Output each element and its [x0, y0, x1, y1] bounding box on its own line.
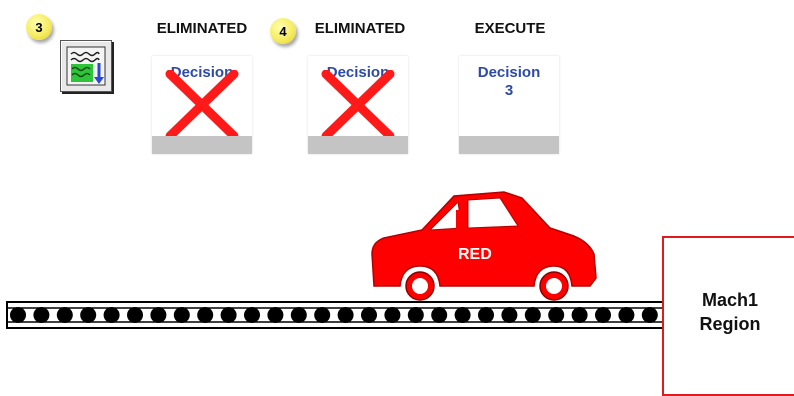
red-car[interactable]: [368, 190, 600, 302]
conveyor-roller: [314, 307, 331, 323]
conveyor-roller: [595, 307, 611, 323]
conveyor-roller: [33, 307, 50, 323]
decision-sort-icon: [66, 46, 106, 86]
card-footer: [308, 136, 408, 154]
eliminated-x-icon: [165, 70, 239, 140]
conveyor-roller: [548, 307, 565, 323]
conveyor-roller: [337, 307, 354, 323]
decision-card-1[interactable]: Decision: [152, 56, 252, 154]
decision-card-label: Decision 3: [477, 64, 541, 99]
conveyor-roller: [197, 307, 214, 323]
status-label-decision-3: EXECUTE: [474, 20, 546, 37]
conveyor-rollers: [10, 307, 658, 323]
conveyor-belt: [6, 301, 676, 329]
conveyor-roller: [361, 307, 377, 323]
conveyor-roller: [244, 307, 260, 323]
region-title: Mach1 Region: [699, 290, 761, 334]
status-label-decision-2: ELIMINATED: [314, 20, 406, 37]
callout-badge-3: 3: [26, 14, 52, 40]
card-footer: [459, 136, 559, 154]
conveyor-roller: [641, 307, 658, 323]
status-label-decision-1: ELIMINATED: [156, 20, 248, 37]
conveyor-roller: [384, 307, 401, 323]
callout-badge-4: 4: [270, 18, 296, 44]
car-label: RED: [458, 246, 492, 263]
conveyor-roller: [407, 307, 424, 323]
conveyor-roller: [478, 307, 494, 323]
conveyor-roller: [173, 307, 190, 323]
conveyor-roller: [290, 307, 307, 323]
conveyor-roller: [571, 307, 588, 323]
decision-sort-button[interactable]: [60, 40, 112, 92]
conveyor-roller: [80, 307, 97, 323]
conveyor-roller: [127, 307, 143, 323]
decision-card-label: Decision: [326, 64, 390, 81]
conveyor-roller: [150, 307, 167, 323]
decision-card-2[interactable]: Decision: [308, 56, 408, 154]
decision-card-3[interactable]: Decision 3: [459, 56, 559, 154]
decision-card-label: Decision: [170, 64, 234, 81]
mach1-region[interactable]: Mach1 Region: [662, 236, 794, 396]
conveyor-roller: [220, 307, 237, 323]
conveyor-roller: [454, 307, 471, 323]
conveyor-roller: [618, 307, 635, 323]
conveyor-roller: [267, 307, 284, 323]
conveyor-roller: [10, 307, 26, 323]
conveyor-roller: [524, 307, 541, 323]
eliminated-x-icon: [321, 70, 395, 140]
conveyor-roller: [431, 307, 448, 323]
card-footer: [152, 136, 252, 154]
conveyor-roller: [501, 307, 518, 323]
conveyor-roller: [103, 307, 120, 323]
conveyor-roller: [56, 307, 73, 323]
